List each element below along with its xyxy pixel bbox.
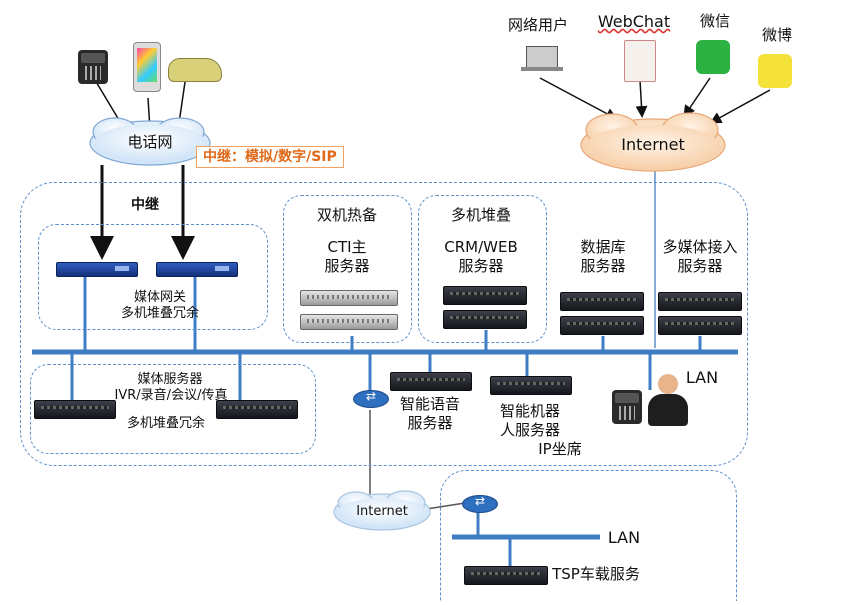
wechat-icon — [696, 40, 730, 74]
gateway-label-1: 媒体网关 — [133, 290, 186, 305]
multimedia-server-1 — [658, 292, 742, 311]
wechat-label: 微信 — [699, 12, 730, 30]
internet-bottom-label: Internet — [356, 504, 408, 519]
media-gateway-2 — [156, 262, 238, 277]
weibo-icon — [758, 54, 792, 88]
agent-person-icon — [648, 374, 688, 426]
robot-label-1: 智能机器 — [499, 402, 560, 420]
db-server-1 — [560, 292, 644, 311]
multimedia-label-1: 多媒体接入 — [662, 238, 738, 256]
multimedia-label-2: 服务器 — [677, 257, 723, 275]
cti-server-2 — [300, 314, 398, 330]
laptop-icon — [521, 46, 563, 71]
multi-stack-region — [418, 195, 547, 343]
media-label-1: 媒体服务器 — [137, 372, 203, 387]
db-label-1: 数据库 — [580, 238, 626, 256]
media-label-3: 多机堆叠冗余 — [126, 416, 205, 431]
trunk-type-box: 中继：模拟/数字/SIP — [196, 146, 344, 168]
media-server-region — [30, 364, 316, 454]
webchat-icon — [624, 40, 656, 82]
desk-phone-icon — [78, 50, 108, 84]
ip-agent-label: IP坐席 — [538, 440, 582, 458]
phone-network-label: 电话网 — [127, 133, 173, 151]
gateway-region — [38, 224, 268, 330]
crm-label-1: CRM/WEB — [444, 238, 518, 256]
lan-top-label: LAN — [685, 368, 719, 387]
internet-top-label: Internet — [621, 135, 685, 154]
internet-bottom-cloud — [333, 490, 431, 531]
internet-top-cloud — [580, 112, 726, 172]
media-server-2 — [216, 400, 298, 419]
car-icon — [168, 58, 222, 82]
multi-stack-label: 多机堆叠 — [450, 206, 511, 224]
lan-bottom-label: LAN — [607, 528, 641, 547]
dual-hot-standby-region — [283, 195, 412, 343]
db-server-2 — [560, 316, 644, 335]
crm-label-2: 服务器 — [458, 257, 504, 275]
webchat-label: WebChat — [597, 12, 671, 31]
dual-hot-standby-label: 双机热备 — [316, 206, 377, 224]
weibo-label: 微博 — [761, 26, 792, 44]
crm-server-2 — [443, 310, 527, 329]
ip-phone-icon — [612, 390, 642, 424]
voice-server — [390, 372, 472, 391]
mobile-phone-icon — [133, 42, 161, 92]
crm-server-1 — [443, 286, 527, 305]
main-datacenter-region — [20, 182, 748, 466]
cti-label-2: 服务器 — [324, 257, 370, 275]
router-icon — [353, 389, 389, 408]
robot-server — [490, 376, 572, 395]
web-user-label: 网络用户 — [507, 16, 568, 34]
robot-label-2: 人服务器 — [499, 421, 560, 439]
voice-label-1: 智能语音 — [399, 395, 460, 413]
voice-label-2: 服务器 — [407, 414, 453, 432]
phone-network-cloud — [89, 117, 211, 166]
db-label-2: 服务器 — [580, 257, 626, 275]
trunk-link-label: 中继 — [131, 197, 159, 213]
tsp-server — [464, 566, 548, 585]
media-label-2: IVR/录音/会议/传真 — [114, 388, 228, 403]
tsp-region — [440, 470, 737, 601]
media-server-1 — [34, 400, 116, 419]
tsp-label: TSP车载服务 — [552, 565, 640, 583]
cti-server-1 — [300, 290, 398, 306]
gateway-label-2: 多机堆叠冗余 — [120, 306, 199, 321]
bottom-router-icon — [462, 494, 498, 513]
cti-label-1: CTI主 — [327, 238, 367, 256]
multimedia-server-2 — [658, 316, 742, 335]
media-gateway-1 — [56, 262, 138, 277]
